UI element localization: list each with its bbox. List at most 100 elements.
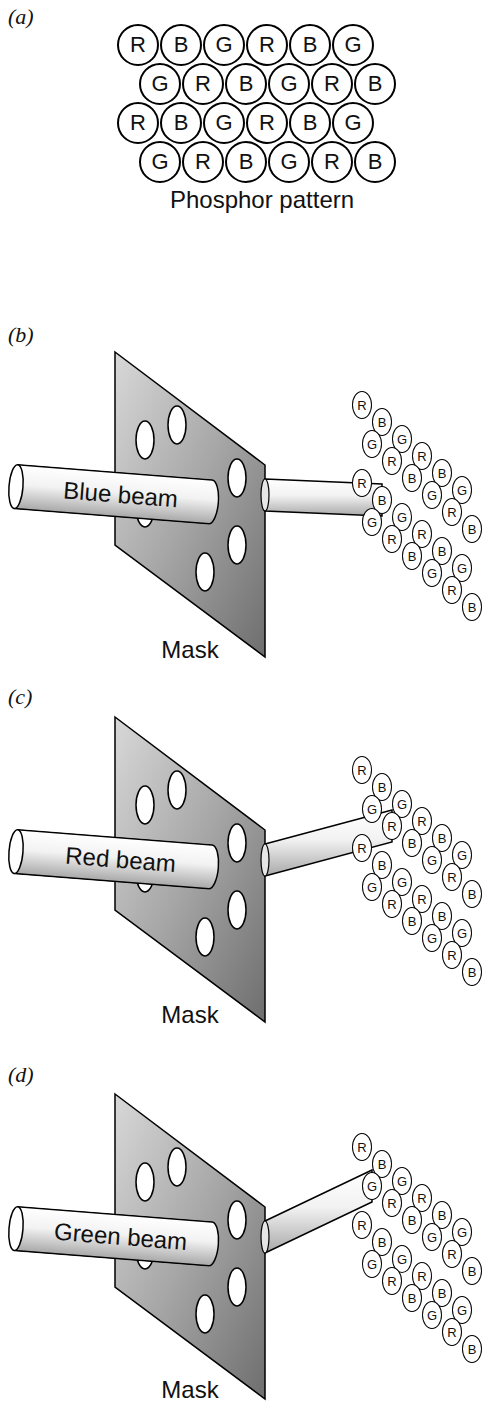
- phosphor-dot: G: [362, 430, 382, 458]
- phosphor-letter: R: [387, 455, 396, 468]
- mask-hole: [196, 553, 214, 591]
- phosphor-dot: B: [160, 24, 202, 66]
- phosphor-dot: B: [462, 515, 482, 543]
- phosphor-dot: G: [332, 24, 374, 66]
- mask-hole: [228, 1268, 246, 1306]
- phosphor-letter: R: [447, 584, 456, 597]
- phosphor-dot: R: [382, 1189, 402, 1217]
- phosphor-letter: G: [457, 927, 467, 940]
- phosphor-letter: R: [130, 112, 146, 134]
- phosphor-dot: B: [462, 1257, 482, 1285]
- phosphor-letter: G: [457, 1226, 467, 1239]
- phosphor-letter: B: [378, 416, 387, 429]
- phosphor-dot: R: [382, 890, 402, 918]
- phosphor-letter: R: [259, 112, 275, 134]
- phosphor-letter: R: [417, 815, 426, 828]
- phosphor-letter: G: [215, 34, 232, 56]
- phosphor-letter: B: [378, 781, 387, 794]
- phosphor-dot: B: [402, 1284, 422, 1312]
- phosphor-letter: B: [368, 73, 383, 95]
- phosphor-dot: R: [117, 24, 159, 66]
- phosphor-letter: G: [367, 1258, 377, 1271]
- phosphor-dot: B: [462, 880, 482, 908]
- phosphor-dot: R: [352, 1211, 372, 1239]
- phosphor-letter: G: [397, 798, 407, 811]
- phosphor-dot: G: [268, 63, 310, 105]
- phosphor-letter: R: [130, 34, 146, 56]
- phosphor-letter: G: [280, 151, 297, 173]
- mask-hole: [196, 918, 214, 956]
- phosphor-letter: G: [397, 1175, 407, 1188]
- phosphor-letter: G: [367, 881, 377, 894]
- phosphor-letter: B: [408, 915, 417, 928]
- phosphor-letter: R: [417, 1270, 426, 1283]
- phosphor-letter: G: [344, 34, 361, 56]
- phosphor-letter: R: [357, 764, 366, 777]
- phosphor-letter: B: [468, 888, 477, 901]
- mask-hole: [168, 1148, 186, 1186]
- phosphor-dot: G: [203, 102, 245, 144]
- phosphor-dot: B: [402, 464, 422, 492]
- phosphor-letter: R: [447, 871, 456, 884]
- phosphor-letter: B: [408, 472, 417, 485]
- part-name: Mask: [161, 1376, 218, 1404]
- phosphor-dot: G: [332, 102, 374, 144]
- phosphor-dot: B: [289, 102, 331, 144]
- phosphor-dot: B: [354, 141, 396, 183]
- phosphor-dot: B: [402, 829, 422, 857]
- phosphor-letter: G: [427, 932, 437, 945]
- mask-hole: [228, 459, 246, 497]
- phosphor-letter: B: [408, 837, 417, 850]
- phosphor-letter: G: [215, 112, 232, 134]
- phosphor-letter: B: [408, 550, 417, 563]
- phosphor-dot: G: [422, 481, 442, 509]
- phosphor-letter: B: [303, 112, 318, 134]
- phosphor-letter: G: [397, 433, 407, 446]
- phosphor-dot: G: [362, 873, 382, 901]
- mask-hole: [168, 406, 186, 444]
- phosphor-dot: G: [362, 1250, 382, 1278]
- phosphor-letter: B: [438, 910, 447, 923]
- phosphor-letter: R: [447, 506, 456, 519]
- phosphor-letter: B: [368, 151, 383, 173]
- phosphor-letter: B: [468, 523, 477, 536]
- phosphor-letter: R: [357, 1219, 366, 1232]
- phosphor-letter: G: [427, 854, 437, 867]
- phosphor-letter: B: [174, 112, 189, 134]
- phosphor-letter: G: [367, 438, 377, 451]
- phosphor-letter: G: [457, 849, 467, 862]
- phosphor-dot: R: [442, 941, 462, 969]
- phosphor-dot: B: [462, 958, 482, 986]
- phosphor-dot: R: [382, 1267, 402, 1295]
- phosphor-letter: R: [387, 898, 396, 911]
- phosphor-dot: R: [382, 525, 402, 553]
- phosphor-dot: R: [117, 102, 159, 144]
- phosphor-dot: B: [160, 102, 202, 144]
- phosphor-letter: B: [239, 73, 254, 95]
- phosphor-letter: R: [357, 1141, 366, 1154]
- phosphor-dot: G: [362, 795, 382, 823]
- phosphor-letter: G: [427, 1231, 437, 1244]
- phosphor-letter: B: [468, 1343, 477, 1356]
- phosphor-letter: G: [367, 1180, 377, 1193]
- phosphor-dot: R: [352, 391, 372, 419]
- mask-hole: [136, 786, 154, 824]
- phosphor-letter: R: [387, 1197, 396, 1210]
- phosphor-dot: R: [352, 469, 372, 497]
- phosphor-dot: B: [402, 1206, 422, 1234]
- phosphor-dot: R: [442, 1318, 462, 1346]
- mask-hole: [136, 1163, 154, 1201]
- mask-hole: [228, 824, 246, 862]
- phosphor-letter: B: [378, 1158, 387, 1171]
- part-name: Mask: [161, 636, 218, 664]
- phosphor-letter: G: [367, 516, 377, 529]
- phosphor-letter: G: [457, 1304, 467, 1317]
- phosphor-letter: B: [468, 966, 477, 979]
- phosphor-dot: R: [182, 141, 224, 183]
- phosphor-letter: B: [438, 1209, 447, 1222]
- phosphor-letter: B: [239, 151, 254, 173]
- phosphor-dot: G: [422, 924, 442, 952]
- phosphor-letter: G: [280, 73, 297, 95]
- mask-hole: [136, 421, 154, 459]
- phosphor-dot: G: [362, 1172, 382, 1200]
